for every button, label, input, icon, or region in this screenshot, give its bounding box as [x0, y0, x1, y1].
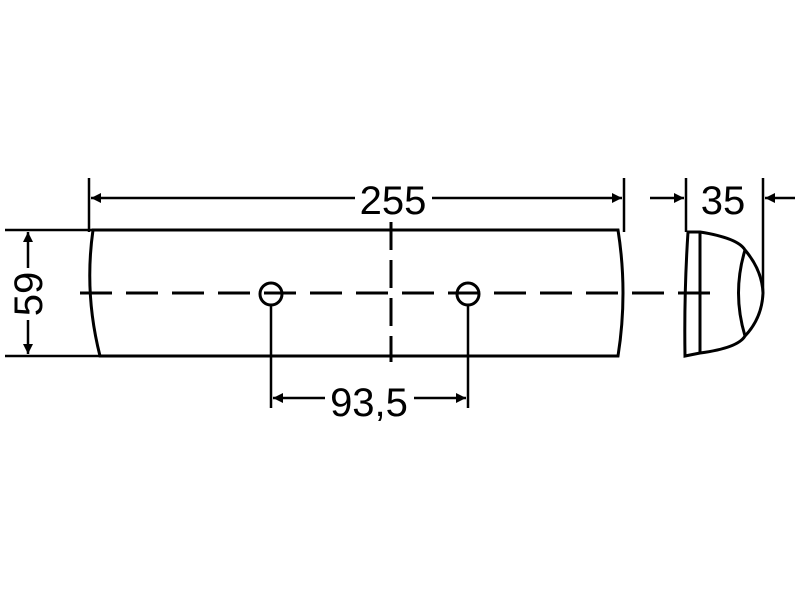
dimension-height	[5, 228, 100, 358]
side-view	[683, 230, 765, 358]
side-profile-lens-arc	[737, 249, 747, 337]
depth-label: 35	[701, 179, 746, 223]
front-view	[80, 222, 720, 362]
dimension-depth	[650, 178, 795, 293]
side-profile-outline	[683, 230, 765, 358]
dimension-hole-spacing	[269, 305, 470, 408]
dimension-length	[87, 178, 626, 232]
hole-spacing-label: 93,5	[330, 381, 408, 425]
length-label: 255	[360, 179, 427, 223]
height-label: 59	[7, 272, 51, 317]
lamp-body-outline	[88, 228, 625, 358]
